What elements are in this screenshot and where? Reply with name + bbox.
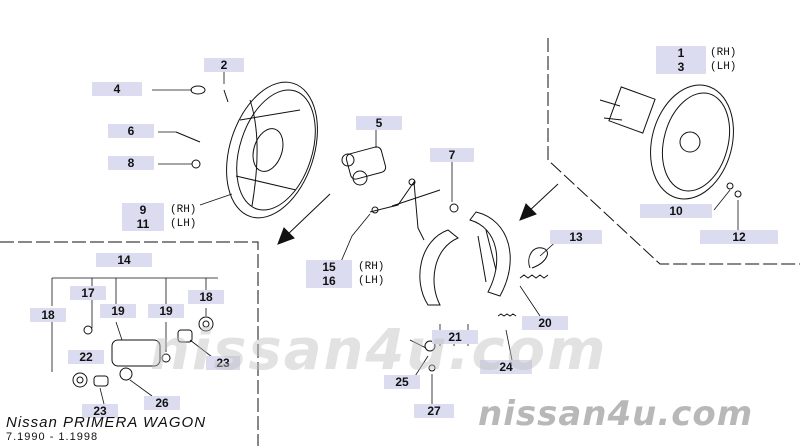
callout-12: 12 (700, 230, 778, 244)
callout-3: 3 (656, 60, 706, 74)
callout-6: 6 (108, 124, 154, 138)
callout-25: 25 (384, 375, 420, 389)
callout-7: 7 (430, 148, 474, 162)
callout-5: 5 (356, 116, 402, 130)
cylinder-kit-drawing (72, 316, 214, 388)
callout-21: 21 (432, 330, 478, 344)
callout-1: 1 (656, 46, 706, 60)
brake-drum-drawing (599, 84, 734, 200)
callout-19-right: 19 (148, 304, 184, 318)
diagram-title: Nissan PRIMERA WAGON (6, 414, 207, 431)
callout-11-suffix: (LH) (170, 218, 197, 230)
callout-19-left: 19 (100, 304, 136, 318)
callout-18-right: 18 (188, 290, 224, 304)
callout-2: 2 (204, 58, 244, 72)
callout-13: 13 (550, 230, 602, 244)
callout-23-left: 23 (82, 404, 118, 418)
callout-9-suffix: (RH) (170, 204, 197, 216)
callout-23-right: 23 (206, 356, 240, 370)
callout-18-left: 18 (30, 308, 66, 322)
callout-16: 16 (306, 274, 352, 288)
callout-8: 8 (108, 156, 154, 170)
callout-3-suffix: (LH) (710, 61, 737, 73)
diagram-subtitle: 7.1990 - 1.1998 (6, 431, 99, 443)
callout-4: 4 (92, 82, 142, 96)
parking-lever-drawing (369, 178, 441, 241)
wheel-cylinder-drawing (341, 146, 387, 186)
callout-11: 11 (122, 217, 164, 231)
watermark-corner: nissan4u.com (478, 394, 754, 434)
backing-plate-drawing (226, 81, 318, 219)
callout-9: 9 (122, 203, 164, 217)
callout-16-suffix: (LH) (358, 275, 385, 287)
watermark-center: nissan4u.com (150, 318, 608, 383)
section-divider-right (547, 38, 800, 265)
direction-arrow-right (519, 183, 559, 221)
callout-26: 26 (144, 396, 180, 410)
callout-15-suffix: (RH) (358, 261, 385, 273)
callout-24: 24 (480, 360, 532, 374)
section-divider-left (0, 241, 259, 446)
callout-27: 27 (414, 404, 454, 418)
callout-20: 20 (522, 316, 568, 330)
callout-15: 15 (306, 260, 352, 274)
leader-lines (51, 70, 739, 405)
callout-1-suffix: (RH) (710, 47, 737, 59)
callout-14: 14 (96, 253, 152, 267)
springs-drawing (497, 247, 549, 317)
callout-10: 10 (640, 204, 712, 218)
callout-17: 17 (70, 286, 106, 300)
direction-arrow-left (277, 193, 331, 245)
brake-shoes-drawing (419, 211, 511, 306)
callout-22: 22 (68, 350, 104, 364)
